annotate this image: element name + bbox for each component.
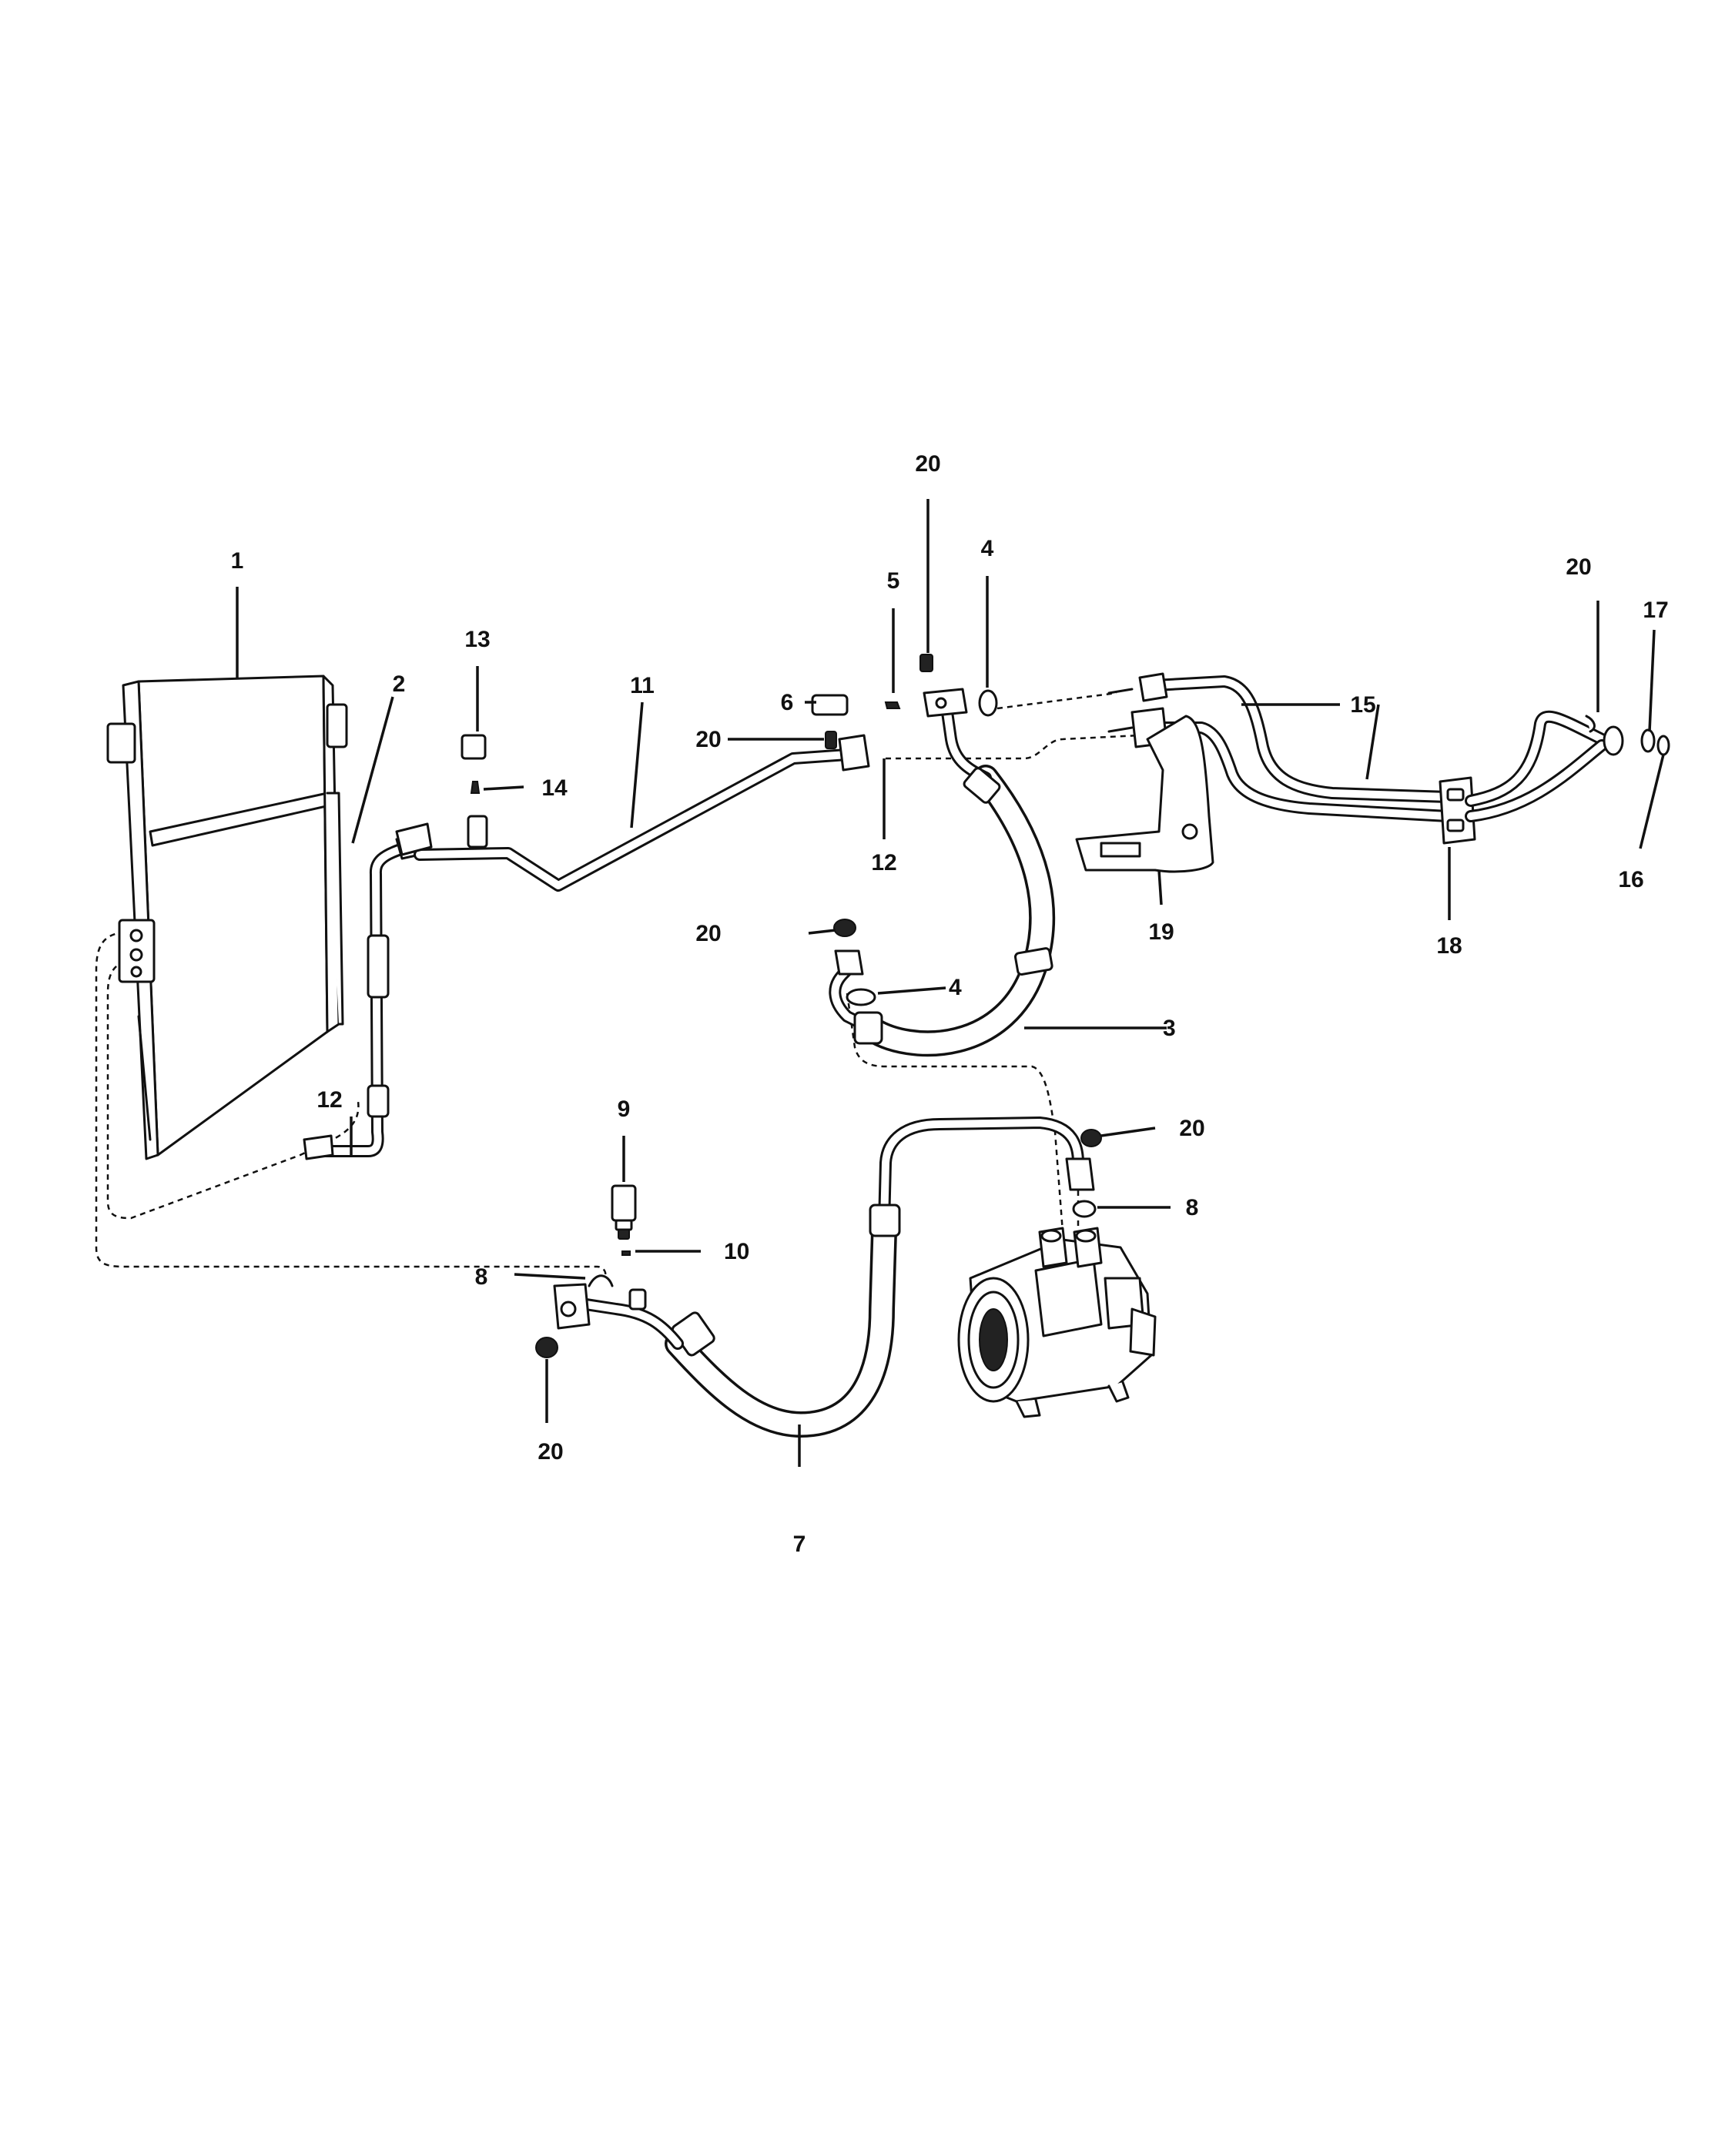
o-ring-suction	[846, 988, 876, 1006]
liquid-line	[395, 734, 870, 892]
callout-9: 9	[618, 1096, 631, 1122]
callout-20b: 20	[695, 727, 721, 752]
o-ring-discharge	[588, 1274, 614, 1287]
callout-labels: 1 2 3 4 4 5 6 7 8 8 9 10 11 12 12 13 14 …	[231, 451, 1669, 1557]
callout-5: 5	[887, 568, 900, 594]
callout-3: 3	[1163, 1016, 1176, 1041]
service-port	[467, 815, 488, 849]
routing-dashed-lines	[95, 691, 1141, 1284]
callout-12b: 12	[317, 1087, 342, 1113]
callout-15: 15	[1350, 692, 1375, 718]
nut-top	[919, 654, 933, 672]
callout-10: 10	[724, 1239, 749, 1264]
callout-11: 11	[630, 673, 655, 698]
compressor	[957, 1227, 1157, 1418]
callout-12a: 12	[871, 850, 896, 875]
callout-4a: 4	[981, 536, 994, 561]
callout-17: 17	[1643, 598, 1668, 623]
callout-20d: 20	[695, 921, 721, 946]
suction-liquid-line-pair	[1107, 672, 1454, 822]
condenser-outlet-line	[303, 834, 421, 1160]
callout-19: 19	[1148, 919, 1174, 945]
service-valve-core	[470, 781, 481, 794]
discharge-hose	[553, 1116, 1095, 1438]
block-fitting	[1439, 776, 1476, 845]
callout-20e: 20	[1179, 1116, 1204, 1141]
fitting-adapter	[811, 694, 849, 716]
nut-suction	[833, 919, 856, 937]
evaporator-stub-lines	[1465, 710, 1670, 822]
callout-16: 16	[1618, 867, 1643, 892]
line-bracket	[1075, 715, 1214, 873]
callout-7: 7	[793, 1532, 806, 1557]
valve-core	[884, 701, 901, 709]
callout-4b: 4	[949, 975, 962, 1000]
callout-18: 18	[1436, 933, 1462, 959]
nut-discharge	[535, 1337, 558, 1358]
service-cap	[461, 734, 487, 760]
suction-hose	[829, 688, 1056, 1057]
nut-liquid	[825, 731, 837, 749]
callout-20f: 20	[538, 1439, 563, 1465]
o-ring-top	[978, 689, 998, 717]
leader-lines	[236, 499, 1665, 1467]
callout-8b: 8	[1186, 1195, 1199, 1220]
callout-1: 1	[231, 548, 244, 574]
callout-20c: 20	[1566, 554, 1591, 580]
o-ring-compressor	[1072, 1200, 1097, 1218]
callout-2: 2	[393, 671, 406, 697]
callout-13: 13	[464, 627, 490, 652]
nut-compressor	[1080, 1129, 1102, 1147]
condenser	[106, 675, 348, 1160]
pressure-switch	[611, 1184, 637, 1240]
callout-14: 14	[541, 775, 568, 801]
callout-8a: 8	[475, 1264, 488, 1290]
callout-6: 6	[781, 690, 794, 715]
callout-20a: 20	[915, 451, 940, 477]
o-ring-switch	[621, 1250, 631, 1256]
